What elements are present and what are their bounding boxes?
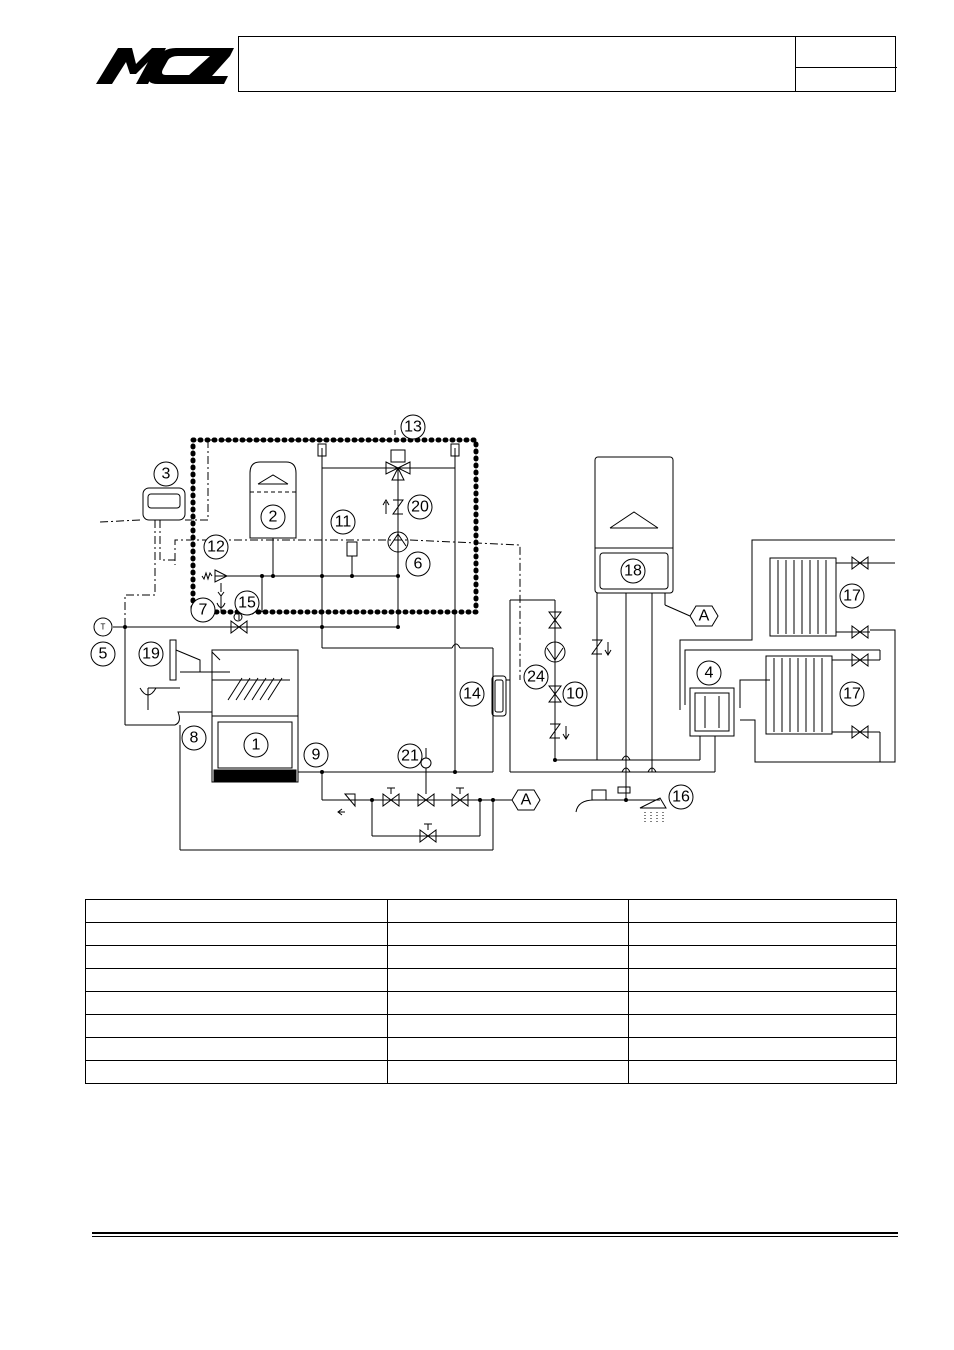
table-cell (85, 945, 388, 969)
table-cell (628, 945, 897, 969)
table-cell (85, 968, 388, 992)
label-19-text: 19 (142, 646, 160, 663)
label-17b: 17 (839, 681, 865, 707)
label-18-text: 18 (624, 563, 642, 580)
table-cell (386, 1060, 630, 1084)
table-cell (386, 922, 630, 946)
table-cell (85, 1014, 388, 1038)
control-cable (159, 520, 521, 680)
table-row (85, 991, 897, 1015)
label-17a-text: 17 (843, 588, 861, 605)
table-cell (628, 1037, 897, 1061)
kit-boundary (190, 437, 479, 615)
label-1: 1 (243, 732, 269, 758)
table-cell (85, 922, 388, 946)
boiler-body (594, 456, 674, 594)
label-3-text: 3 (162, 466, 171, 483)
label-24: 24 (523, 664, 549, 690)
label-12: 12 (203, 534, 229, 560)
table-row (85, 968, 897, 992)
control-cable (99, 519, 141, 523)
label-17a: 17 (839, 583, 865, 609)
table-cell (628, 899, 897, 923)
label-21: 21 (397, 743, 423, 769)
table-cell (85, 1037, 388, 1061)
label-15-text: 15 (238, 595, 256, 612)
header-divider (795, 37, 796, 91)
table-cell (628, 991, 897, 1015)
label-20: 20 (407, 494, 433, 520)
label-12-text: 12 (207, 539, 225, 556)
table-cell (628, 922, 897, 946)
label-6-text: 6 (414, 556, 423, 573)
header-box (238, 36, 897, 92)
connector-a-2-text: A (699, 608, 710, 625)
label-20-text: 20 (411, 499, 429, 516)
connector-a-2: A (689, 605, 719, 627)
label-11-text: 11 (335, 514, 352, 531)
label-18: 18 (620, 558, 646, 584)
table-cell (85, 991, 388, 1015)
label-9: 9 (303, 742, 329, 768)
label-8: 8 (181, 725, 207, 751)
label-7-text: 7 (199, 602, 208, 619)
table-cell (386, 945, 630, 969)
table-cell (386, 1014, 630, 1038)
label-17b-text: 17 (843, 686, 861, 703)
label-8-text: 8 (190, 730, 199, 747)
control-cable (185, 440, 209, 521)
label-6: 6 (405, 551, 431, 577)
label-1-text: 1 (252, 737, 261, 754)
table-row (85, 1037, 897, 1061)
table-row (85, 899, 897, 923)
label-10: 10 (562, 681, 588, 707)
label-11: 11 (330, 509, 356, 535)
table-cell (628, 1060, 897, 1084)
table-cell (628, 1014, 897, 1038)
label-15: 15 (234, 590, 260, 616)
table-row (85, 1060, 897, 1084)
label-4: 4 (696, 660, 722, 686)
label-21-text: 21 (401, 748, 419, 765)
label-4-text: 4 (705, 665, 714, 682)
mcz-logo (96, 48, 234, 84)
table-cell (85, 899, 388, 923)
label-5: 5 (90, 641, 116, 667)
header-right-split (795, 67, 897, 68)
hydraulic-diagram: 1 2 3 4 5 6 7 8 9 10 11 12 13 14 15 16 1… (90, 414, 896, 851)
label-13-text: 13 (404, 419, 422, 436)
control-cable (124, 520, 156, 625)
table-cell (386, 991, 630, 1015)
label-5-text: 5 (99, 646, 108, 663)
label-14: 14 (459, 681, 485, 707)
label-2-text: 2 (269, 509, 278, 526)
table-row (85, 1014, 897, 1038)
label-7: 7 (190, 597, 216, 623)
label-13: 13 (400, 414, 426, 440)
control-cable (208, 430, 396, 441)
label-9-text: 9 (312, 747, 321, 764)
label-16: 16 (668, 784, 694, 810)
label-10-text: 10 (566, 686, 584, 703)
connector-a-1: A (511, 789, 541, 811)
label-14-text: 14 (463, 686, 481, 703)
table-cell (386, 968, 630, 992)
expansion-vessel (249, 461, 297, 539)
table-cell (628, 968, 897, 992)
table-row (85, 945, 897, 969)
label-24-text: 24 (527, 669, 545, 686)
table-cell (386, 899, 630, 923)
footer-rule (92, 1232, 898, 1237)
table-cell (386, 1037, 630, 1061)
table-row (85, 922, 897, 946)
label-19: 19 (138, 641, 164, 667)
label-16-text: 16 (672, 789, 690, 806)
label-2: 2 (260, 504, 286, 530)
legend-table (85, 899, 897, 1084)
label-3: 3 (153, 461, 179, 487)
table-cell (85, 1060, 388, 1084)
thermostat-label: T (101, 623, 106, 632)
connector-a-1-text: A (521, 792, 532, 809)
